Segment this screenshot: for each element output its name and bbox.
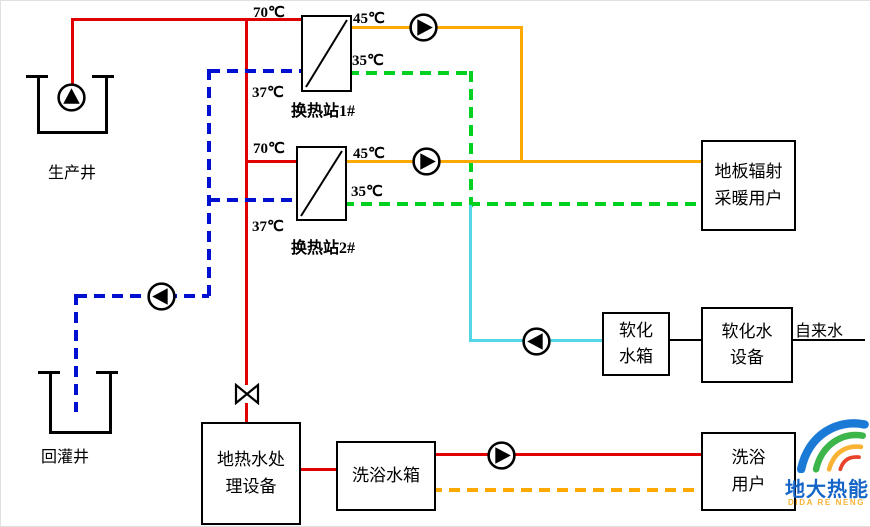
heating-return-drop-pipe <box>469 71 473 207</box>
production-well-right-tick <box>92 75 114 78</box>
softened-water-tank-label-line2: 水箱 <box>619 347 653 366</box>
soft-tank-link-pipe <box>666 339 703 341</box>
tap-water-label: 自来水 <box>795 323 844 340</box>
hx2-heating-pump-icon <box>410 145 443 178</box>
heat-exchange-station-1-label: 换热站1# <box>291 103 356 120</box>
heat-exchanger-2 <box>296 146 347 221</box>
hx2-outlet-temp: 37℃ <box>252 219 284 235</box>
bath-return-pipe <box>431 488 703 492</box>
return-to-reinjection-pipe <box>76 294 209 298</box>
geothermal-water-treatment-box: 地热水处 理设备 <box>201 422 301 525</box>
heating-return-main-pipe <box>343 202 703 206</box>
hx2-supply-branch-pipe <box>245 160 298 163</box>
geothermal-supply-header-pipe <box>71 18 303 21</box>
reinjection-well-label: 回灌井 <box>41 449 90 466</box>
hx1-return-pipe <box>209 69 303 73</box>
treatment-label-line1: 地热水处 <box>217 450 285 470</box>
dida-reneng-logo-name: 地大热能 <box>785 479 869 501</box>
heating-supply-drop-pipe <box>520 26 523 162</box>
bath-users-label-line1: 洗浴 <box>731 448 766 468</box>
return-drop-pipe <box>207 69 211 298</box>
production-well-riser-pipe <box>71 18 74 84</box>
hx1-inlet-temp: 70℃ <box>253 5 285 21</box>
heat-exchanger-diagonal-icon <box>300 150 343 217</box>
valve-to-treatment-pipe <box>245 403 248 423</box>
softened-water-equipment-label-line1: 软化水 <box>721 321 773 341</box>
heat-exchanger-1 <box>301 15 352 92</box>
softened-water-equipment-box: 软化水 设备 <box>701 307 793 383</box>
hx2-inlet-temp: 70℃ <box>253 141 285 157</box>
heating-supply-main-pipe <box>343 160 703 163</box>
treatment-label-line2: 理设备 <box>225 476 277 496</box>
makeup-water-pump-icon <box>520 325 553 358</box>
floor-heating-users-box: 地板辐射 采暖用户 <box>701 140 796 231</box>
softened-water-equipment-label-line2: 设备 <box>730 348 764 367</box>
hx2-return-pipe <box>209 198 298 202</box>
valve-icon <box>234 382 260 406</box>
reinjection-pump-icon <box>145 280 178 313</box>
floor-heating-users-label-line2: 采暖用户 <box>714 188 783 208</box>
bath-supply-pump-icon <box>485 439 518 472</box>
production-well-left-tick <box>26 75 48 78</box>
hx1-return-temp: 35℃ <box>352 53 384 69</box>
hx2-supply-temp: 45℃ <box>353 146 385 162</box>
hx1-heating-return-pipe <box>348 71 474 75</box>
hx1-heating-pump-icon <box>407 11 440 44</box>
reinjection-well-right-tick <box>96 371 118 374</box>
heat-exchange-station-2-label: 换热站2# <box>291 240 356 257</box>
bath-users-label-line2: 用户 <box>731 474 766 494</box>
floor-heating-users-label-line1: 地板辐射 <box>714 162 783 182</box>
bath-water-tank-label: 洗浴水箱 <box>352 465 420 485</box>
production-well-pump-icon <box>55 81 88 114</box>
tap-water-pipe <box>787 339 865 341</box>
production-well <box>37 77 108 134</box>
hx1-outlet-temp: 37℃ <box>252 85 284 101</box>
bath-users-box: 洗浴 用户 <box>701 432 796 511</box>
makeup-water-drop-pipe <box>469 205 472 342</box>
production-well-label: 生产井 <box>48 165 97 182</box>
heat-exchanger-diagonal-icon <box>305 19 348 88</box>
bath-tank-to-users-pipe <box>431 453 703 456</box>
bath-water-tank-box: 洗浴水箱 <box>336 441 436 511</box>
dida-reneng-logo-subtitle: DIDA RE NENG <box>788 498 866 507</box>
softened-water-tank-label-line1: 软化 <box>619 320 653 340</box>
hx2-return-temp: 35℃ <box>351 184 383 200</box>
hx1-supply-temp: 45℃ <box>353 11 385 27</box>
softened-water-tank-box: 软化 水箱 <box>602 312 670 376</box>
reinjection-well-drop-pipe <box>74 294 78 412</box>
reinjection-well <box>49 373 112 434</box>
reinjection-well-left-tick <box>38 371 60 374</box>
treatment-to-bath-tank-pipe <box>296 468 338 471</box>
dida-reneng-logo-icon <box>793 417 869 474</box>
